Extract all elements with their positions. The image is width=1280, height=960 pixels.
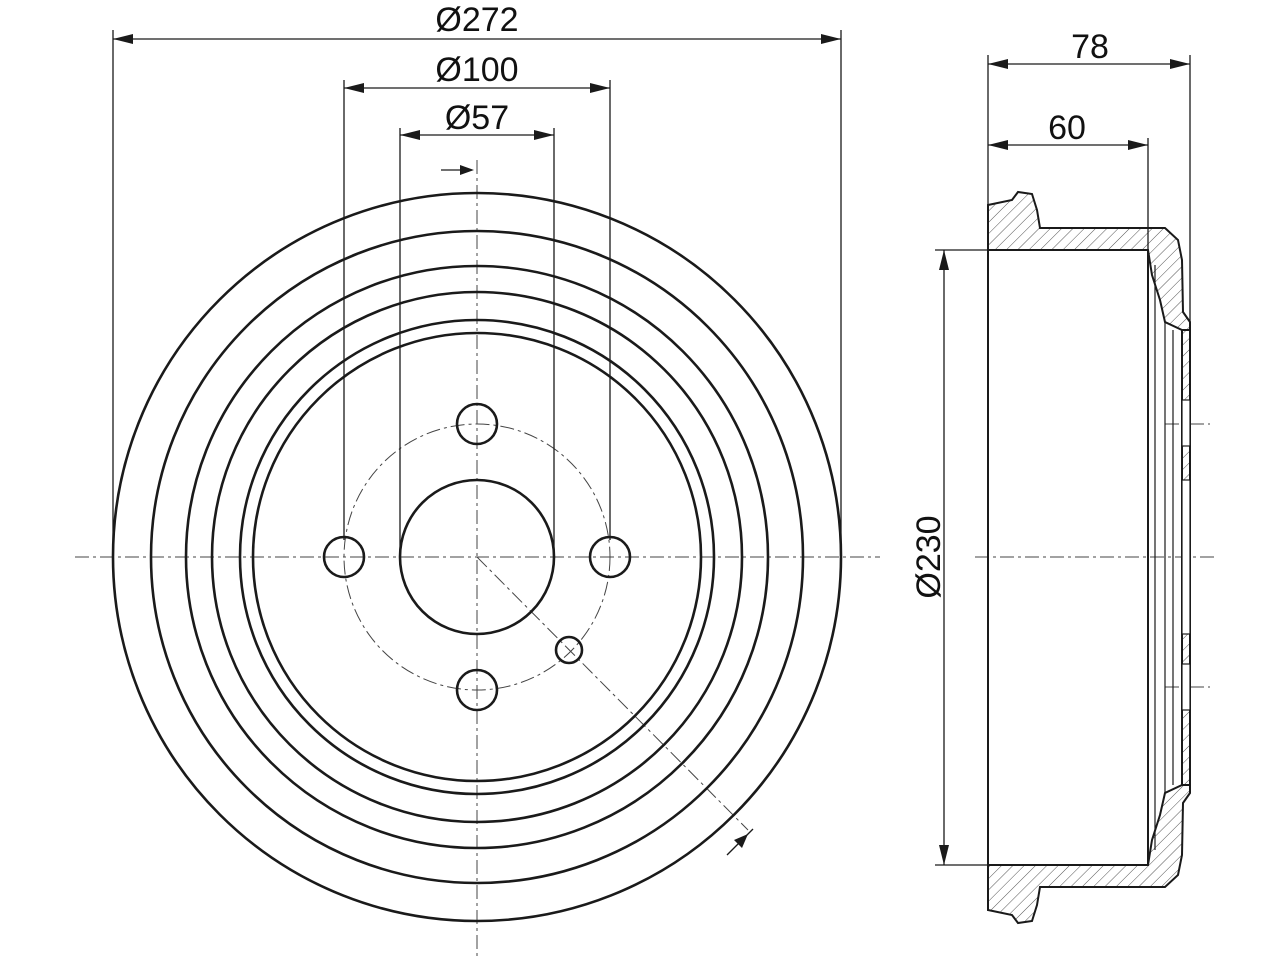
locating-hole [554,635,584,665]
rim-ring-circle-6 [251,331,703,783]
dim-78-arrow-left [988,59,1008,69]
dim-272-arrow-left [113,34,133,44]
dim-100-arrow-right [590,83,610,93]
dim-60-arrow-right [1128,140,1148,150]
side-dimensions: 78 60 Ø230 [910,28,1191,866]
dim-57-label: Ø57 [445,99,509,137]
bolt-hole-bottom [455,668,499,712]
rim-ring-circle-4 [210,290,744,824]
dim-78-arrow-right [1170,59,1190,69]
dim-272-label: Ø272 [435,1,518,39]
dim-57-arrow-left [400,130,420,140]
dim-78-label: 78 [1071,28,1109,66]
side-section-view [975,190,1215,925]
front-dimensions: Ø272 Ø100 Ø57 [112,1,842,557]
bottom-section-hatch [987,784,1191,925]
hub-bolt-bore-lower [1181,663,1191,711]
bolt-hole-top [455,402,499,446]
diagonal-centerline [476,556,749,831]
front-view [75,160,880,960]
dim-60-arrow-left [988,140,1008,150]
dim-272-arrow-right [821,34,841,44]
dim-100-label: Ø100 [435,51,518,89]
diagonal-arrow-head [734,834,748,848]
dim-60-label: 60 [1048,109,1086,147]
hub-bolt-bore-upper [1181,399,1191,447]
hub-center-bore [1181,479,1191,635]
rim-ring-circle-3 [184,264,770,850]
dim-230-arrow-bottom [939,845,949,865]
bolt-circle [343,423,611,691]
rim-ring-circle-2 [149,229,805,885]
rim-ring-circle-5 [238,318,716,796]
dim-230-arrow-top [939,250,949,270]
top-section-hatch [987,190,1191,331]
dim-100-arrow-left [344,83,364,93]
dim-230-label: Ø230 [910,515,948,598]
dim-57-arrow-right [534,130,554,140]
top-centerline-arrow-head [460,165,474,175]
